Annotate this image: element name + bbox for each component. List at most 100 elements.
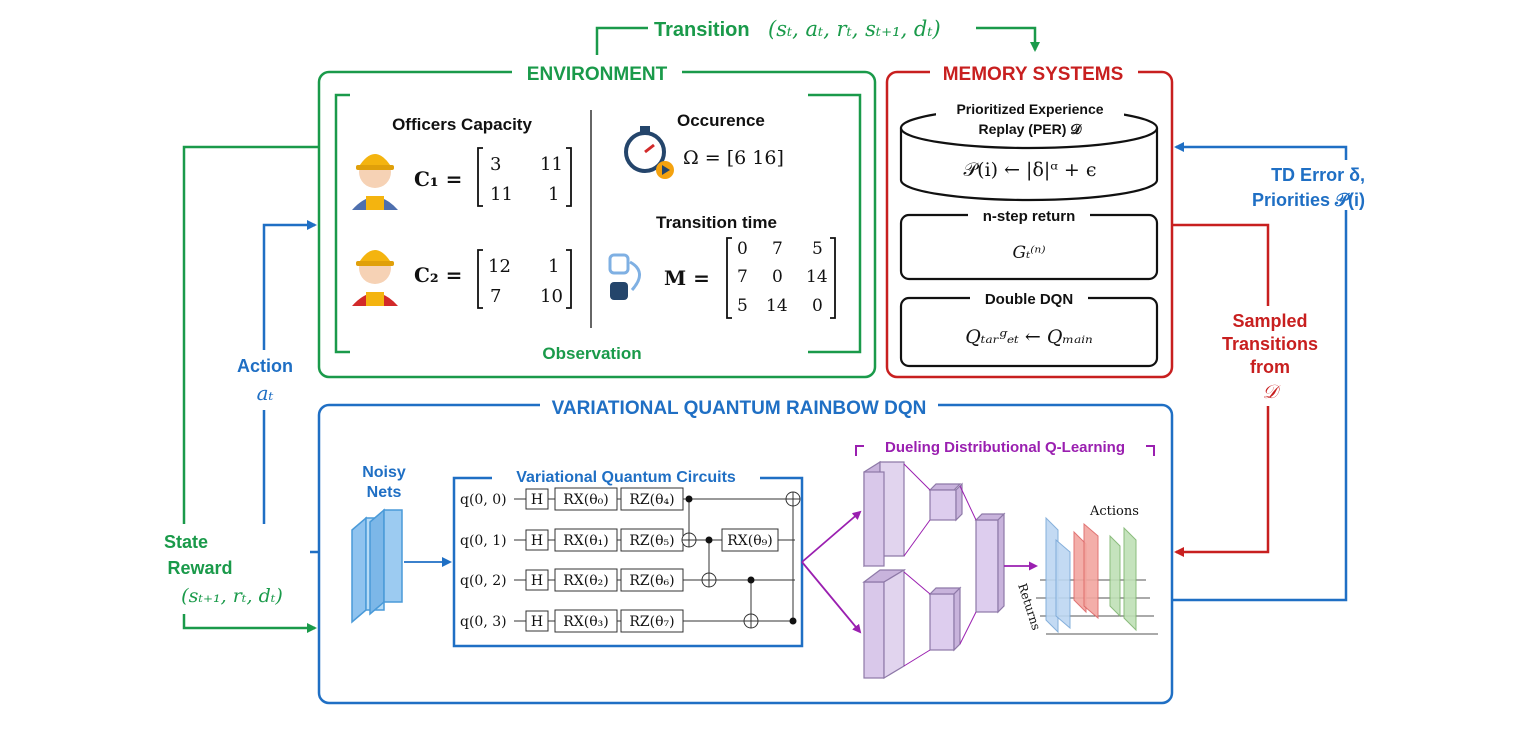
action-symbol: aₜ bbox=[257, 381, 274, 405]
m-matrix: 0 7 5 7 0 14 5 14 0 bbox=[726, 237, 836, 319]
qubit-label: q(0, 3) bbox=[460, 614, 507, 630]
sampled-line3: from bbox=[1250, 357, 1290, 377]
priorities-label: Priorities 𝒫(i) bbox=[1252, 190, 1365, 210]
rx9-gate bbox=[721, 528, 779, 552]
vqc-title: Variational Quantum Circuits bbox=[516, 469, 736, 486]
state-label: State bbox=[164, 532, 208, 552]
rx-gate-label: RX(θ₀) bbox=[563, 492, 608, 508]
vqr-dqn-title: VARIATIONAL QUANTUM RAINBOW DQN bbox=[552, 398, 927, 419]
rx-gate bbox=[554, 528, 618, 552]
rz-gate-label: RZ(θ₄) bbox=[629, 492, 674, 508]
m-label: M = bbox=[664, 266, 710, 290]
observation-label: Observation bbox=[542, 344, 641, 363]
cnot-control bbox=[789, 617, 797, 625]
m-cell: 0 bbox=[772, 267, 783, 287]
environment-panel: ENVIRONMENT Observation Officers Capacit… bbox=[317, 62, 877, 379]
state-reward-tuple: (sₜ₊₁, rₜ, dₜ) bbox=[181, 585, 283, 607]
returns-axis-label: Returns bbox=[1015, 582, 1043, 632]
m-cell: 14 bbox=[806, 267, 828, 287]
omega-value: Ω = [6 16] bbox=[683, 147, 784, 169]
action-label: Action bbox=[237, 356, 293, 376]
c2-cell: 1 bbox=[548, 256, 559, 277]
h-gate bbox=[525, 529, 549, 551]
per-formula: 𝒫(i) ← |δ|ᵅ + ϵ bbox=[963, 159, 1096, 181]
reward-label: Reward bbox=[167, 558, 232, 578]
sampled-line4: 𝒟 bbox=[1262, 381, 1281, 403]
rx-gate bbox=[554, 568, 618, 592]
m-cell: 7 bbox=[772, 239, 783, 259]
m-cell: 5 bbox=[737, 296, 748, 316]
h-gate bbox=[525, 569, 549, 591]
m-cell: 5 bbox=[812, 239, 823, 259]
dueling-title: Dueling Distributional Q-Learning bbox=[885, 439, 1125, 456]
per-title-line2: Replay (PER) 𝒟 bbox=[979, 121, 1083, 137]
h-gate-label: H bbox=[531, 533, 543, 549]
h-gate-label: H bbox=[531, 492, 543, 508]
m-cell: 0 bbox=[812, 296, 823, 316]
transition-swap-icon bbox=[608, 253, 641, 300]
memory-systems-title: MEMORY SYSTEMS bbox=[943, 64, 1124, 85]
c2-label: C₂ = bbox=[414, 263, 462, 287]
rx-gate-label: RX(θ₂) bbox=[563, 573, 608, 589]
actions-axis-label: Actions bbox=[1089, 504, 1139, 519]
rx-gate-label: RX(θ₁) bbox=[563, 533, 608, 549]
rx9-gate-label: RX(θ₉) bbox=[727, 533, 772, 549]
action-flow: Action aₜ bbox=[224, 220, 319, 554]
occurence-title: Occurence bbox=[677, 111, 765, 130]
m-cell: 0 bbox=[737, 239, 748, 259]
h-gate bbox=[525, 488, 549, 510]
ddqn-title: Double DQN bbox=[985, 291, 1073, 308]
m-cell: 7 bbox=[737, 267, 748, 287]
rz-gate bbox=[620, 568, 684, 592]
c1-matrix: 3 11 11 1 bbox=[477, 147, 572, 207]
c2-cell: 12 bbox=[488, 256, 511, 277]
dueling-network-icon bbox=[862, 460, 1006, 680]
rx-gate bbox=[554, 487, 618, 511]
c1-cell: 11 bbox=[490, 184, 513, 205]
rz-gate bbox=[620, 487, 684, 511]
m-cell: 14 bbox=[766, 296, 788, 316]
per-title-line1: Prioritized Experience bbox=[956, 101, 1103, 117]
cnot-control bbox=[685, 495, 693, 503]
rx-gate bbox=[554, 609, 618, 633]
rz-gate-label: RZ(θ₆) bbox=[629, 573, 674, 589]
rz-gate bbox=[620, 609, 684, 633]
noisy-nets-icon bbox=[351, 508, 403, 624]
state-reward-flow: State Reward (sₜ₊₁, rₜ, dₜ) bbox=[150, 145, 319, 633]
vqr-dqn-panel: VARIATIONAL QUANTUM RAINBOW DQN Noisy Ne… bbox=[317, 396, 1174, 705]
c2-cell: 10 bbox=[540, 286, 563, 307]
c2-matrix: 12 1 7 10 bbox=[477, 249, 572, 309]
cnot-control bbox=[747, 576, 755, 584]
td-error-flow: TD Error δ, Priorities 𝒫(i) bbox=[1172, 142, 1372, 602]
return-distribution-plot: Actions Returns bbox=[1015, 504, 1158, 635]
td-error-label: TD Error δ, bbox=[1271, 165, 1365, 185]
transition-label: Transition bbox=[654, 19, 750, 41]
sampled-line2: Transitions bbox=[1222, 334, 1318, 354]
transition-tuple: (sₜ, aₜ, rₜ, sₜ₊₁, dₜ) bbox=[768, 17, 941, 41]
rx-gate-label: RX(θ₃) bbox=[563, 614, 608, 630]
sampled-transitions-flow: Sampled Transitions from 𝒟 bbox=[1172, 223, 1330, 557]
officers-capacity-title: Officers Capacity bbox=[392, 115, 532, 134]
c1-cell: 11 bbox=[540, 154, 563, 175]
nstep-formula: Gₜ⁽ⁿ⁾ bbox=[1012, 243, 1045, 263]
c1-cell: 1 bbox=[548, 184, 559, 205]
transition-arrow: Transition (sₜ, aₜ, rₜ, sₜ₊₁, dₜ) bbox=[595, 17, 1040, 55]
officer-2-avatar-icon bbox=[352, 250, 398, 306]
c1-label: C₁ = bbox=[414, 167, 462, 191]
qubit-label: q(0, 1) bbox=[460, 533, 507, 549]
h-gate bbox=[525, 610, 549, 632]
rz-gate-label: RZ(θ₅) bbox=[629, 533, 674, 549]
noisy-label-line1: Noisy bbox=[362, 464, 406, 481]
stopwatch-icon bbox=[624, 126, 674, 179]
sampled-line1: Sampled bbox=[1232, 311, 1307, 331]
memory-systems-panel: MEMORY SYSTEMS Prioritized Experience Re… bbox=[885, 62, 1174, 379]
ddqn-formula: Qₜₐᵣᵍₑₜ ← Qₘₐᵢₙ bbox=[965, 326, 1093, 348]
nstep-title: n-step return bbox=[983, 208, 1076, 225]
noisy-label-line2: Nets bbox=[367, 484, 402, 501]
c2-cell: 7 bbox=[490, 286, 501, 307]
qubit-label: q(0, 2) bbox=[460, 573, 507, 589]
environment-title: ENVIRONMENT bbox=[527, 64, 668, 85]
h-gate-label: H bbox=[531, 573, 543, 589]
